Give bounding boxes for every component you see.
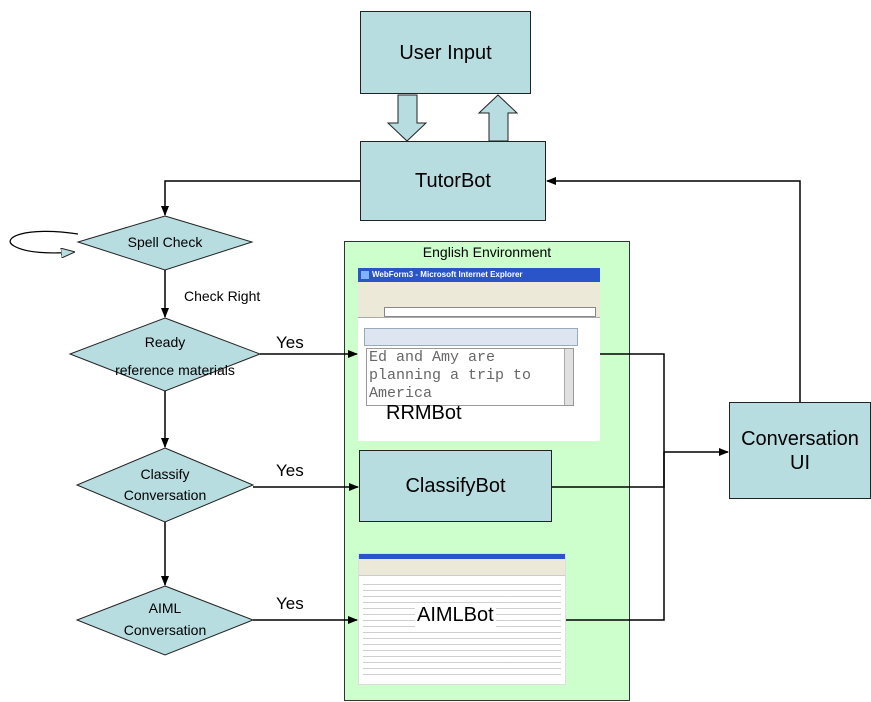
text-line-1: Ed and Amy are [369,349,496,366]
text-display: Ed and Amy are planning a trip to Americ… [366,348,574,406]
conversation-ui-to-tutorbot-arrow [546,177,801,402]
classifybot-node: ClassifyBot [359,450,552,522]
conversation-ui-line2: UI [790,451,810,474]
conversation-ui-node: Conversation UI [729,402,871,499]
environment-title: English Environment [422,244,552,260]
aiml-conversation-diamond [75,585,255,656]
conversation-ui-line1: Conversation [741,427,859,450]
user-input-node: User Input [360,11,531,94]
aiml-window-titlebar [359,554,565,559]
window-title: WebForm3 - Microsoft Internet Explorer [372,270,523,279]
classify-label-line1: Classify [140,466,190,482]
aiml-label-line2: Conversation [123,622,207,638]
aiml-window-addressbar [359,569,565,576]
media-player-bar [364,328,578,346]
classify-label-line2: Conversation [123,487,207,503]
yes-label-aiml: Yes [276,594,304,613]
aiml-window-menubar [359,559,565,563]
spell-check-loop-arrow [9,230,79,253]
aimlbot-label: AIMLBot [415,604,496,627]
text-line-3: America [369,385,433,402]
down-block-arrow [386,94,428,142]
classifybot-label: ClassifyBot [405,475,506,497]
spell-check-label: Spell Check [127,234,203,250]
check-right-label: Check Right [184,288,261,304]
window-addressbar [358,306,600,318]
tutorbot-to-spellcheck-arrow [161,180,360,216]
user-input-label: User Input [399,41,492,64]
classifybot-to-merge-line [552,452,665,488]
aimlbot-screenshot: AIMLBot [358,553,566,685]
aimlbot-to-merge-line [566,452,665,621]
yes-label-classify: Yes [276,461,304,480]
rrmbot-to-merge-line [600,353,665,452]
ready-label-line2: reference materials [115,362,235,378]
text-line-2: planning a trip to [369,367,532,384]
ready-label-line1: Ready [144,334,186,350]
up-block-arrow [477,94,519,142]
tutorbot-node: TutorBot [360,141,546,221]
rrmbot-label: RRMBot [386,402,462,424]
ie-icon [361,271,369,279]
aiml-label-line1: AIML [148,600,182,616]
aiml-page-text [363,584,561,678]
scrollbar [564,349,573,405]
rrmbot-screenshot: WebForm3 - Microsoft Internet Explorer E… [358,268,600,441]
tutorbot-label: TutorBot [415,170,491,192]
yes-label-ready: Yes [276,333,304,352]
window-titlebar: WebForm3 - Microsoft Internet Explorer [358,268,600,282]
address-field [384,307,596,317]
